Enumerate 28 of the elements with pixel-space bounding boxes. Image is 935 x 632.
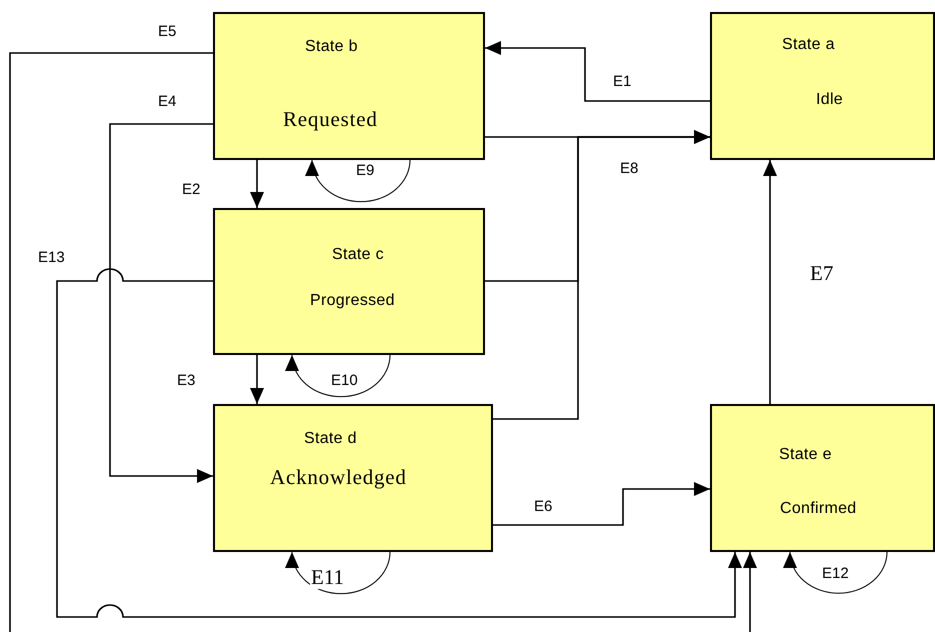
state-name: State e: [779, 446, 832, 464]
self-loop-arrow: [784, 552, 888, 594]
arrow: [250, 160, 264, 208]
arrow: [763, 160, 777, 404]
state-box: [710, 404, 935, 552]
state-label: Idle: [816, 91, 843, 109]
self-loop-arrow: [286, 354, 390, 398]
arrow: [485, 41, 710, 102]
arrow: [250, 355, 264, 404]
state-box: [710, 12, 935, 160]
state-box: [213, 12, 485, 160]
self-loop-arrow: [286, 552, 390, 594]
state-name: State a: [782, 36, 835, 54]
state-box: [213, 208, 485, 355]
self-loop-arrow: [306, 160, 410, 202]
arrow: [743, 552, 757, 632]
arrow: [493, 482, 710, 526]
arrow: [493, 130, 710, 420]
arrow: [109, 123, 213, 483]
state-label: Requested: [283, 108, 378, 132]
state-label: Acknowledged: [270, 466, 407, 490]
state-label: Confirmed: [780, 500, 857, 518]
arrow: [56, 268, 742, 618]
state-box: [213, 404, 493, 552]
state-name: State c: [332, 246, 384, 264]
state-label: Progressed: [310, 292, 395, 310]
state-name: State b: [305, 38, 358, 56]
state-name: State d: [304, 430, 357, 448]
